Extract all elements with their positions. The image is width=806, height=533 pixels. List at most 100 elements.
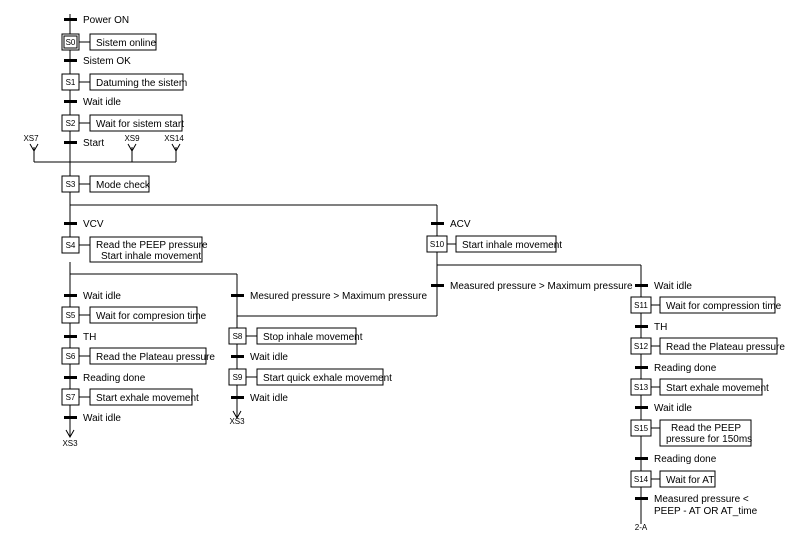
- transition-wait-idle-acv-label: Wait idle: [654, 281, 692, 292]
- step-s10-id: S10: [430, 240, 445, 249]
- transition-th-acv-label: TH: [654, 322, 667, 333]
- step-s0-action: [89, 33, 157, 51]
- transition-mesured-pressure-label: Mesured pressure > Maximum pressure: [250, 291, 427, 302]
- transition-acv-label: ACV: [450, 219, 471, 230]
- transition-wait-idle-s8-label: Wait idle: [250, 352, 288, 363]
- step-s7-action-text: Start exhale movement: [96, 393, 199, 404]
- transition-wait-idle-1-label: Wait idle: [83, 97, 121, 108]
- step-s13-action: [659, 378, 763, 396]
- transition-measured-pressure-peep-line2: PEEP - AT OR AT_time: [654, 506, 758, 517]
- step-s6-action-text: Read the Plateau pressure: [96, 352, 215, 363]
- goto-2a-label: 2-A: [635, 523, 648, 532]
- transition-start: [64, 141, 77, 144]
- xs9-label: XS9: [124, 134, 140, 143]
- step-s8-action: [256, 327, 357, 345]
- step-s10-action: [455, 235, 557, 253]
- transition-wait-idle-s9-label: Wait idle: [250, 393, 288, 404]
- step-s5-id: S5: [66, 311, 76, 320]
- step-s0-action-text: Sistem online: [96, 38, 156, 49]
- step-s7-action: [89, 388, 193, 406]
- step-s3-id: S3: [66, 180, 76, 189]
- transition-vcv-label: VCV: [83, 219, 104, 230]
- transition-th-vcv-label: TH: [83, 332, 96, 343]
- step-s0-inner: [63, 35, 78, 49]
- transition-reading-done-acv1-label: Reading done: [654, 363, 717, 374]
- transition-wait-idle-acv2: [635, 406, 648, 409]
- step-s1-action-text: Datuming the sistem: [96, 78, 187, 89]
- step-s14-id: S14: [634, 475, 649, 484]
- step-s15-id: S15: [634, 424, 649, 433]
- step-s11-action: [659, 296, 776, 314]
- step-s0-id: S0: [66, 38, 76, 47]
- transition-reading-done-vcv-label: Reading done: [83, 373, 146, 384]
- step-s15-action: [659, 419, 752, 447]
- step-s2-action: [89, 114, 183, 132]
- step-s1-id: S1: [66, 78, 76, 87]
- step-s13-id: S13: [634, 383, 649, 392]
- xs7-arrow: [29, 143, 39, 153]
- step-s9-action: [256, 368, 384, 386]
- step-s11-action-text: Wait for compression time: [666, 301, 782, 312]
- transition-wait-idle-s8: [231, 355, 244, 358]
- step-s12-action-text: Read the Plateau pressure: [666, 342, 785, 353]
- step-s15-action-line1: Read the PEEP: [671, 423, 741, 434]
- transition-th-vcv: [64, 335, 77, 338]
- transition-wait-idle-vcv-end: [64, 416, 77, 419]
- step-s1-action: [89, 73, 184, 91]
- transition-th-acv: [635, 325, 648, 328]
- xs7-label: XS7: [23, 134, 39, 143]
- xs3-label-vcv: XS3: [62, 439, 78, 448]
- step-s12-id: S12: [634, 342, 649, 351]
- xs14-arrow: [171, 143, 181, 153]
- step-s2-action-text: Wait for sistem start: [96, 119, 184, 130]
- step-s8-id: S8: [233, 332, 243, 341]
- transition-wait-idle-s9: [231, 396, 244, 399]
- transition-acv: [431, 222, 444, 225]
- transition-reading-done-acv2: [635, 457, 648, 460]
- transition-reading-done-acv1: [635, 366, 648, 369]
- step-s9-action-text: Start quick exhale movement: [263, 373, 392, 384]
- step-s3-action: [89, 175, 150, 193]
- step-s4-id: S4: [66, 241, 76, 250]
- step-s4-action-line1: Read the PEEP pressure: [96, 240, 208, 251]
- transition-wait-idle-acv2-label: Wait idle: [654, 403, 692, 414]
- transition-wait-idle-vcv-label: Wait idle: [83, 291, 121, 302]
- step-s15-action-line2: pressure for 150ms: [666, 434, 752, 445]
- step-s14-action: [659, 470, 716, 488]
- transition-power-on-label: Power ON: [83, 15, 129, 26]
- step-s2-id: S2: [66, 119, 76, 128]
- step-s10-action-text: Start inhale movement: [462, 240, 562, 251]
- transition-measured-pressure-peep: [635, 497, 648, 500]
- step-s11-id: S11: [634, 301, 648, 310]
- transition-sistem-ok-label: Sistem OK: [83, 56, 131, 67]
- transition-wait-idle-1: [64, 100, 77, 103]
- step-s8-action-text: Stop inhale movement: [263, 332, 363, 343]
- xs14-label: XS14: [164, 134, 184, 143]
- step-s6-action: [89, 347, 207, 365]
- transition-reading-done-acv2-label: Reading done: [654, 454, 717, 465]
- xs3-label-s9: XS3: [229, 417, 245, 426]
- transition-measured-pressure-peep-line1: Measured pressure <: [654, 494, 749, 505]
- transition-mesured-pressure: [231, 294, 244, 297]
- transition-sistem-ok: [64, 59, 77, 62]
- xs9-arrow: [127, 143, 137, 153]
- step-s7-id: S7: [66, 393, 76, 402]
- transition-wait-idle-acv: [635, 284, 648, 287]
- step-s5-action-text: Wait for compresion time: [96, 311, 207, 322]
- step-s14-action-text: Wait for AT: [666, 475, 714, 486]
- step-s5-action: [89, 306, 198, 324]
- transition-vcv: [64, 222, 77, 225]
- step-s6-id: S6: [66, 352, 76, 361]
- step-s12-action: [659, 337, 778, 355]
- transition-wait-idle-vcv: [64, 294, 77, 297]
- xs3-arrow-s9: [232, 410, 242, 420]
- transition-power-on: [64, 18, 77, 21]
- step-s9-id: S9: [233, 373, 243, 382]
- xs3-arrow-vcv: [65, 429, 75, 439]
- transition-wait-idle-vcv-end-label: Wait idle: [83, 413, 121, 424]
- step-s3-action-text: Mode check: [96, 180, 151, 191]
- step-s4-action-line2: Start inhale movement: [101, 251, 201, 262]
- transition-reading-done-vcv: [64, 376, 77, 379]
- step-s4-action: [89, 236, 203, 263]
